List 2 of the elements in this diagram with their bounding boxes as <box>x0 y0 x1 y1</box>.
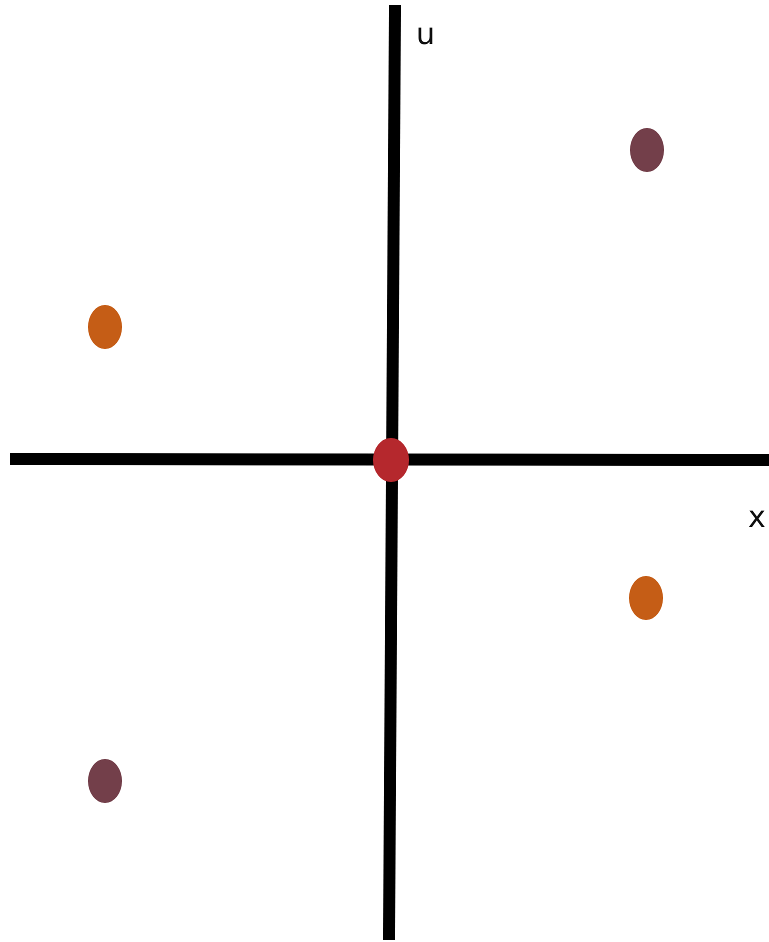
axis-label: x <box>748 503 766 533</box>
axis-label: u <box>416 20 436 50</box>
